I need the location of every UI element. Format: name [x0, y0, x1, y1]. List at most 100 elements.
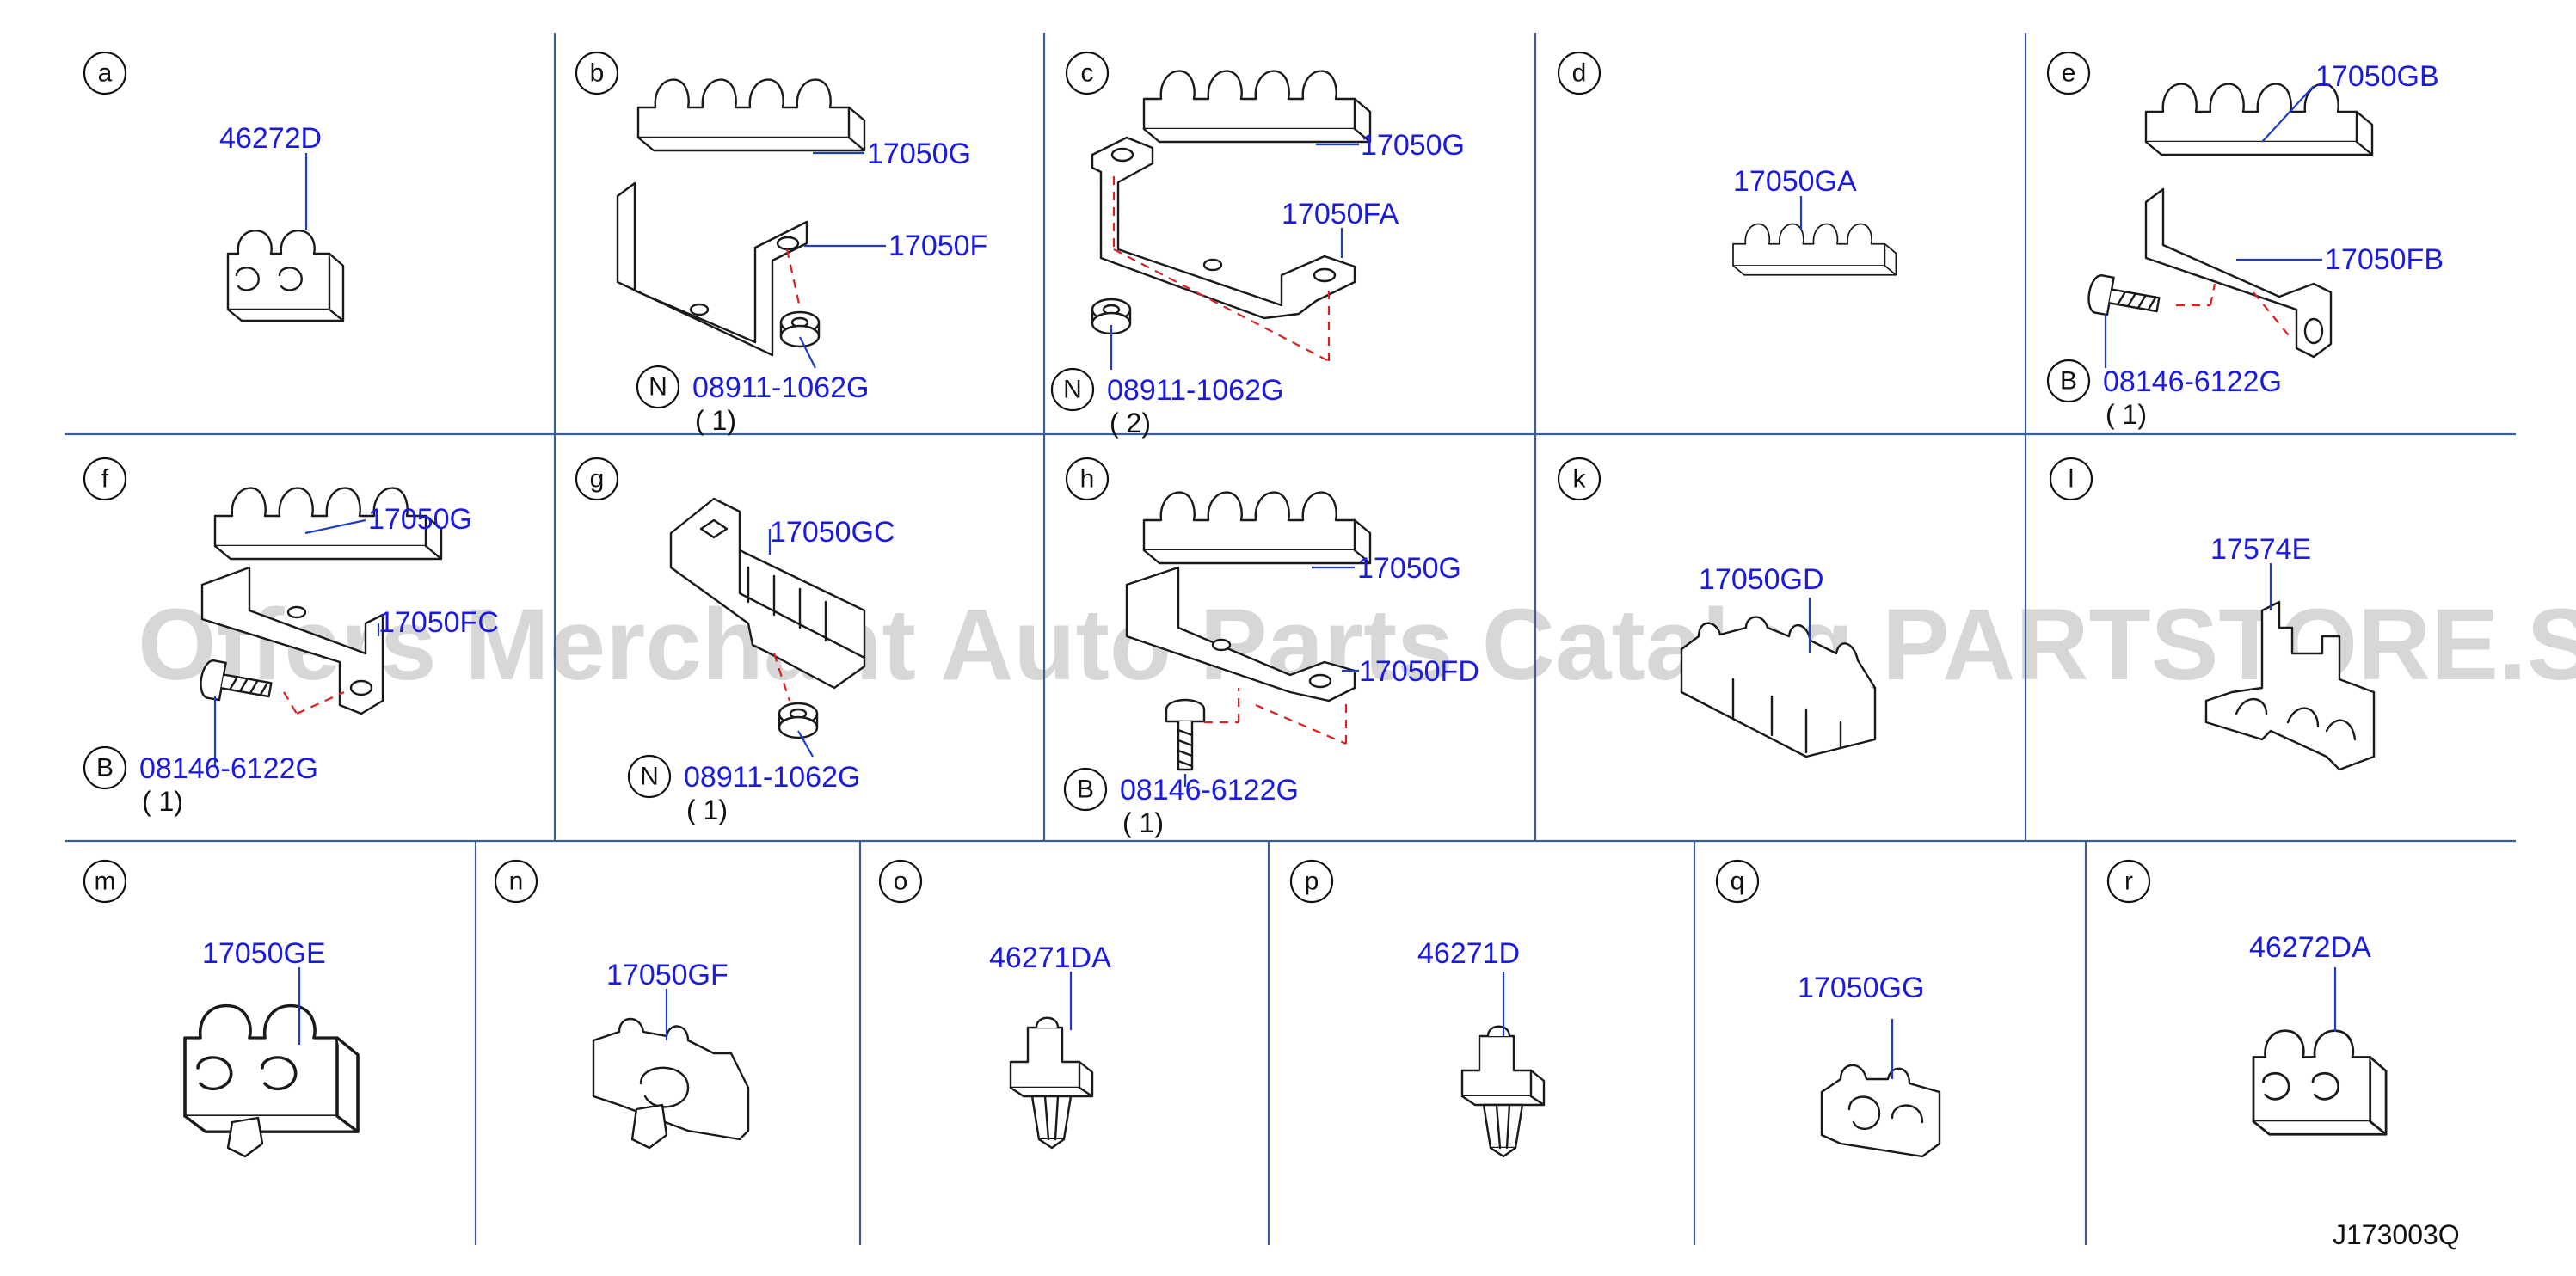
note-symbol-B: B — [2046, 359, 2091, 403]
panel-h: h 17050G 17050FD B 08146-6122G ( 1) — [1063, 457, 1479, 838]
nut-drawing — [779, 310, 821, 348]
part-number-08146-6122G[interactable]: 08146-6122G — [2103, 365, 2282, 398]
bracket-17050FC-drawing — [200, 566, 384, 715]
panel-letter-h: h — [1065, 457, 1110, 501]
quantity: ( 1) — [142, 786, 183, 817]
panel-k: k 17050GD — [1557, 457, 1877, 758]
svg-text:e: e — [2062, 59, 2076, 88]
quantity: ( 2) — [1110, 408, 1151, 439]
panel-e: e 17050GB 17050FB B 08146-6122G ( 1) — [2046, 51, 2444, 430]
panel-f: f 17050G 17050FC B 08146-6122G ( 1) — [83, 457, 499, 817]
part-number-46272DA[interactable]: 46272DA — [2249, 931, 2371, 964]
svg-text:B: B — [2060, 367, 2077, 396]
panel-letter-e: e — [2046, 51, 2091, 95]
diagram-reference: J173003Q — [2333, 1219, 2460, 1250]
panel-n: n 17050GF — [494, 859, 750, 1150]
svg-text:N: N — [1063, 376, 1082, 404]
svg-text:m: m — [95, 868, 116, 896]
clip-strip-drawing — [1142, 491, 1372, 565]
panel-m: m 17050GE — [83, 859, 360, 1158]
bracket-17050F-drawing — [616, 181, 808, 357]
note-symbol-B: B — [83, 745, 127, 790]
svg-text:k: k — [1573, 465, 1587, 494]
panel-letter-n: n — [494, 859, 538, 904]
note-symbol-N: N — [1050, 367, 1095, 412]
svg-text:r: r — [2124, 868, 2133, 896]
part-number-17050GC[interactable]: 17050GC — [770, 516, 895, 549]
clip-strip-drawing — [636, 78, 866, 152]
part-number-46271D[interactable]: 46271D — [1417, 937, 1520, 970]
clip-17050GD-drawing — [1680, 616, 1877, 758]
svg-text:p: p — [1305, 868, 1319, 896]
panel-letter-c: c — [1065, 51, 1110, 95]
part-number-08146-6122G[interactable]: 08146-6122G — [139, 752, 318, 785]
panel-letter-a: a — [83, 51, 127, 95]
watermark-text: Offers Merchant Auto Parts Catalog PARTS… — [138, 588, 2576, 702]
clip-46271DA-drawing — [1009, 1016, 1094, 1150]
panel-b: b 17050G 17050F N 08911-1062G ( 1) — [575, 51, 987, 436]
part-number-08911-1062G[interactable]: 08911-1062G — [684, 761, 860, 794]
svg-text:o: o — [894, 868, 908, 896]
panel-letter-b: b — [575, 51, 619, 95]
panel-g: g 17050GC N 08911-1062G ( 1) — [575, 457, 895, 825]
panel-r: r 46272DA — [2106, 859, 2388, 1136]
panel-letter-o: o — [878, 859, 923, 904]
part-number-17050GB[interactable]: 17050GB — [2315, 60, 2439, 93]
part-number-17050FC[interactable]: 17050FC — [378, 606, 499, 639]
part-number-17050GF[interactable]: 17050GF — [606, 959, 729, 991]
svg-text:B: B — [96, 754, 114, 782]
clip-46271D-drawing — [1460, 1025, 1546, 1158]
panel-letter-m: m — [83, 859, 127, 904]
part-number-17050G[interactable]: 17050G — [1357, 552, 1461, 585]
bolt-drawing — [1165, 698, 1206, 771]
part-number-17574E[interactable]: 17574E — [2210, 533, 2311, 566]
panel-a: a 46272D — [83, 51, 345, 322]
clip-strip-drawing — [2144, 83, 2374, 156]
note-symbol-B: B — [1063, 767, 1108, 812]
part-number-17050FB[interactable]: 17050FB — [2325, 243, 2444, 276]
panel-letter-f: f — [83, 457, 127, 501]
svg-text:a: a — [98, 59, 113, 88]
svg-text:b: b — [590, 59, 605, 88]
part-number-08911-1062G[interactable]: 08911-1062G — [1107, 374, 1283, 407]
bolt-drawing — [2085, 273, 2162, 325]
panel-letter-k: k — [1557, 457, 1602, 501]
quantity: ( 1) — [1122, 807, 1164, 838]
svg-text:g: g — [590, 465, 605, 494]
part-number-46272D[interactable]: 46272D — [219, 122, 322, 155]
svg-text:N: N — [640, 763, 659, 791]
part-number-17050G[interactable]: 17050G — [867, 138, 971, 170]
part-number-08146-6122G[interactable]: 08146-6122G — [1120, 774, 1299, 807]
svg-text:c: c — [1081, 59, 1094, 88]
panel-o: o 46271DA — [878, 859, 1111, 1150]
part-number-17050FD[interactable]: 17050FD — [1359, 655, 1479, 688]
clip-17050GE-drawing — [183, 1003, 360, 1133]
svg-text:h: h — [1080, 465, 1095, 494]
clip-17574E-drawing — [2204, 600, 2376, 771]
panel-letter-q: q — [1715, 859, 1760, 904]
panel-l: l 17574E — [2049, 457, 2376, 771]
note-symbol-N: N — [636, 365, 680, 409]
part-number-17050GA[interactable]: 17050GA — [1733, 165, 1857, 198]
clip-17050GC-drawing — [669, 497, 866, 690]
part-number-17050F[interactable]: 17050F — [888, 230, 987, 262]
part-number-17050GG[interactable]: 17050GG — [1798, 972, 1924, 1004]
part-number-17050GE[interactable]: 17050GE — [202, 937, 326, 970]
panel-q: q 17050GG — [1715, 859, 1941, 1158]
svg-text:l: l — [2069, 465, 2075, 494]
clip-17050GG-drawing — [1820, 1064, 1941, 1158]
part-number-17050GD[interactable]: 17050GD — [1699, 563, 1824, 596]
part-number-46271DA[interactable]: 46271DA — [989, 942, 1111, 974]
panel-letter-l: l — [2049, 457, 2093, 501]
panel-letter-g: g — [575, 457, 619, 501]
clip-17050GF-drawing — [592, 1017, 750, 1150]
part-number-17050G[interactable]: 17050G — [368, 503, 472, 536]
part-number-17050FA[interactable]: 17050FA — [1282, 198, 1399, 230]
panel-c: c 17050G 17050FA N 08911-1062G ( 2) — [1050, 51, 1465, 439]
part-number-08911-1062G[interactable]: 08911-1062G — [692, 371, 869, 404]
part-number-17050G[interactable]: 17050G — [1361, 129, 1465, 162]
quantity: ( 1) — [2106, 399, 2147, 430]
bracket-17050FB-drawing — [2144, 187, 2333, 359]
panel-letter-r: r — [2106, 859, 2151, 904]
